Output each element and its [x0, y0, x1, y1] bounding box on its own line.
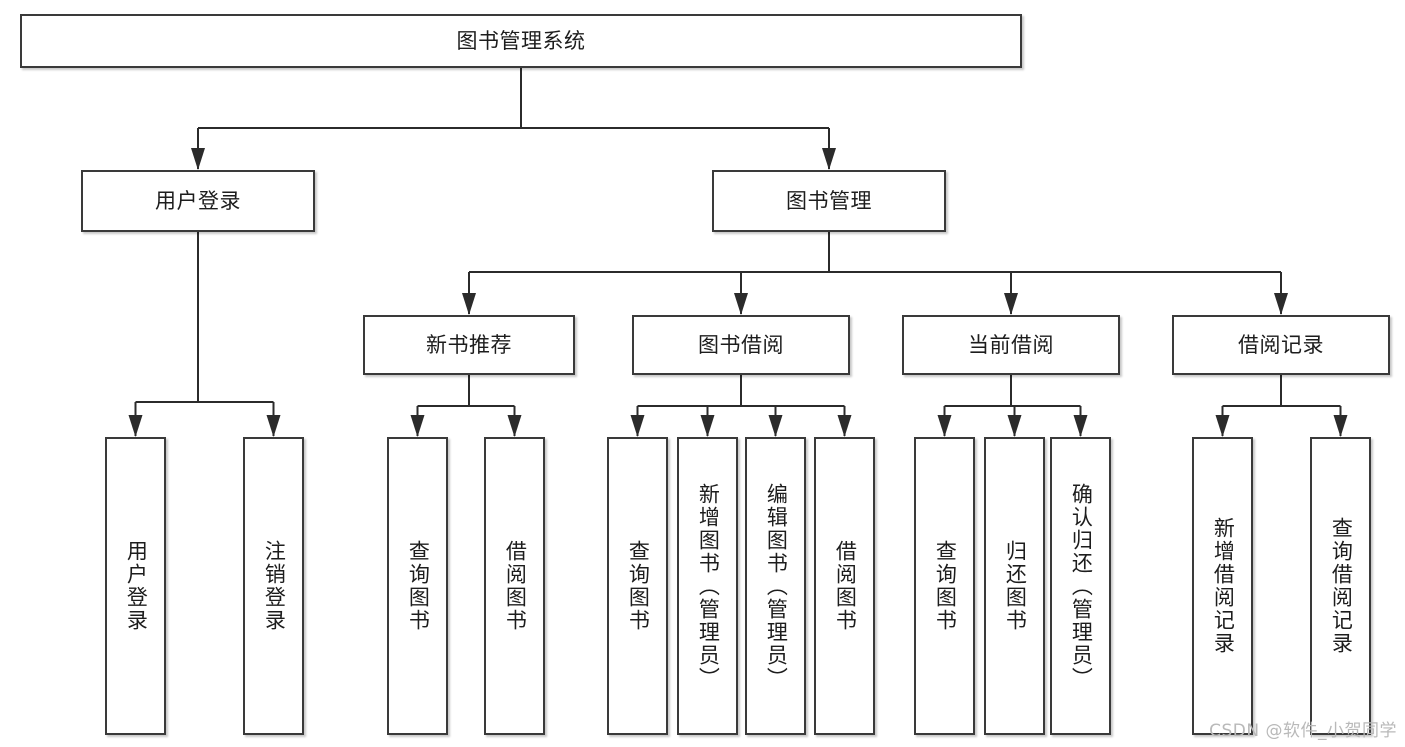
node-label: 借阅图书 — [833, 540, 858, 632]
node-leaf-new-2: 借阅图书 — [484, 437, 545, 735]
arrowhead — [937, 415, 952, 437]
node-leaf-new-1: 查询图书 — [387, 437, 448, 735]
arrowhead — [1007, 415, 1022, 437]
arrowhead — [822, 148, 836, 170]
node-label: 借阅记录 — [1238, 332, 1324, 357]
arrowhead — [768, 415, 783, 437]
node-leaf-borrow-2: 新增图书（管理员） — [677, 437, 738, 735]
node-label: 图书借阅 — [698, 332, 784, 357]
node-label: 新增借阅记录 — [1211, 517, 1236, 655]
node-leaf-rec-2: 查询借阅记录 — [1310, 437, 1371, 735]
node-label: 确认归还（管理员） — [1069, 482, 1094, 690]
arrowhead — [1215, 415, 1230, 437]
node-current: 当前借阅 — [902, 315, 1120, 375]
arrowhead — [1073, 415, 1088, 437]
arrowhead — [462, 293, 476, 315]
arrowhead — [630, 415, 645, 437]
node-leaf-login-2: 注销登录 — [243, 437, 304, 735]
arrowhead — [128, 415, 143, 437]
node-label: 编辑图书（管理员） — [764, 482, 789, 690]
node-borrow: 图书借阅 — [632, 315, 850, 375]
arrowhead — [1333, 415, 1348, 437]
node-root: 图书管理系统 — [20, 14, 1022, 68]
node-label: 查询图书 — [626, 540, 651, 632]
node-leaf-login-1: 用户登录 — [105, 437, 166, 735]
node-leaf-cur-2: 归还图书 — [984, 437, 1045, 735]
node-records: 借阅记录 — [1172, 315, 1390, 375]
node-label: 图书管理系统 — [456, 28, 586, 53]
arrowhead — [734, 293, 748, 315]
node-newbook: 新书推荐 — [363, 315, 575, 375]
node-leaf-rec-1: 新增借阅记录 — [1192, 437, 1253, 735]
arrowhead — [191, 148, 205, 170]
arrowhead — [1274, 293, 1288, 315]
watermark: CSDN @软件_小贺同学 — [1209, 721, 1397, 741]
node-label: 新书推荐 — [426, 332, 512, 357]
arrowhead — [507, 415, 522, 437]
node-leaf-borrow-3: 编辑图书（管理员） — [745, 437, 806, 735]
node-label: 用户登录 — [124, 540, 149, 632]
arrowhead — [1004, 293, 1018, 315]
node-leaf-cur-3: 确认归还（管理员） — [1050, 437, 1111, 735]
node-label: 用户登录 — [155, 188, 241, 213]
node-label: 当前借阅 — [968, 332, 1054, 357]
node-label: 查询借阅记录 — [1329, 517, 1354, 655]
node-label: 借阅图书 — [503, 540, 528, 632]
arrowhead — [700, 415, 715, 437]
node-leaf-borrow-1: 查询图书 — [607, 437, 668, 735]
node-label: 查询图书 — [406, 540, 431, 632]
node-label: 图书管理 — [786, 188, 872, 213]
node-login: 用户登录 — [81, 170, 315, 232]
node-label: 新增图书（管理员） — [696, 482, 721, 690]
arrowhead — [266, 415, 281, 437]
arrowhead — [837, 415, 852, 437]
arrowhead — [410, 415, 425, 437]
node-leaf-borrow-4: 借阅图书 — [814, 437, 875, 735]
node-bookmgmt: 图书管理 — [712, 170, 946, 232]
node-label: 查询图书 — [933, 540, 958, 632]
node-label: 注销登录 — [262, 540, 287, 632]
node-label: 归还图书 — [1003, 540, 1028, 632]
node-leaf-cur-1: 查询图书 — [914, 437, 975, 735]
